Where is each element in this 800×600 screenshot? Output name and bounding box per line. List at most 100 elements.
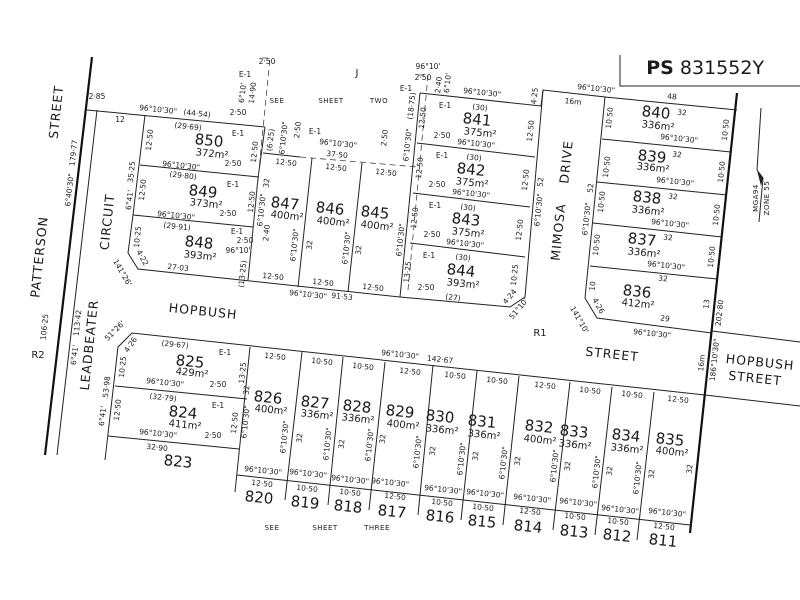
dimension-label: 10·50 (472, 502, 495, 513)
lot-number: 814 (513, 516, 543, 537)
dimension-label: 12·50 (653, 521, 676, 532)
dimension-label: 2·50 (230, 108, 247, 117)
dimension-label: 2·50 (292, 121, 303, 139)
lot-number: 838 (632, 187, 662, 208)
dimension-label: 12·50 (667, 394, 690, 405)
dimension-label: 202·80 (714, 299, 726, 326)
dimension-label: 12·50 (362, 282, 385, 293)
dimension-label: 32 (663, 233, 674, 243)
sheet-note: THREE (363, 524, 390, 532)
dimension-label: (32·79) (149, 392, 177, 404)
dimension-label: 32 (428, 446, 438, 457)
dimension-label: 10·50 (311, 356, 334, 367)
plan-labels: PS 831552Y PATTERSONSTREETCIRCUITHOPBUSH… (27, 57, 795, 551)
street-name: STREET (585, 344, 640, 365)
dimension-label: 32 (471, 451, 481, 462)
street-name: STREET (728, 368, 783, 389)
dimension-label: 96°10' (416, 62, 441, 71)
lot-number: 830 (425, 406, 455, 427)
dimension-label: 16m (564, 96, 582, 107)
dimension-label: 2·40 (261, 224, 272, 242)
dimension-label: 96°10'30" (289, 467, 328, 480)
dimension-label: 29 (660, 314, 671, 324)
dimension-label: 10·50 (607, 516, 630, 527)
lot-boundary (327, 356, 344, 506)
dimension-label: 6°10'30" (532, 193, 544, 227)
north-arrow-head-icon (757, 170, 763, 186)
lot-boundary (594, 386, 613, 536)
dimension-label: 10·50 (339, 487, 362, 498)
dimension-label: (6·25) (265, 128, 276, 151)
dimension-label: 2·50 (424, 230, 441, 239)
lot-area: 400m² (360, 219, 394, 233)
lot-number: 835 (655, 429, 685, 450)
dimension-label: 96°10'30" (424, 483, 463, 496)
dimension-label: 96°10'30" (648, 506, 687, 519)
dimension-label: 96°10'30" (466, 487, 505, 500)
lot-number: 846 (315, 198, 345, 219)
dimension-label: 6°10'30" (411, 435, 423, 469)
dimension-label: 96°10'30" (331, 473, 370, 486)
dimension-label: (29·91) (163, 221, 191, 233)
dimension-label: 6°10'30" (631, 461, 643, 495)
dimension-label: 32 (242, 385, 252, 396)
lot-number: 811 (648, 530, 678, 551)
dimension-label: 2·50 (418, 283, 435, 292)
lot-area: 400m² (254, 403, 288, 417)
dimension-label: 12 (115, 115, 125, 124)
lot-boundary (132, 214, 254, 228)
dimension-label: (13·25) (237, 260, 249, 288)
lot-number: 824 (168, 402, 198, 423)
dimension-label: E-1 (439, 101, 451, 110)
lot-number: 831 (467, 411, 497, 432)
dimension-label: 12·50 (264, 351, 287, 362)
dimension-label: 96°10'30" (656, 175, 695, 188)
lot-area: 393m² (183, 249, 217, 263)
dimension-label: (30) (472, 102, 488, 113)
lot-boundary (368, 361, 386, 511)
lot-boundary (262, 152, 301, 158)
street-name: STREET (46, 84, 67, 139)
dimension-label: 6°10'30" (590, 455, 602, 489)
lot-number: 832 (524, 416, 554, 437)
lot-boundary (412, 192, 531, 208)
dimension-label: E-1 (309, 127, 321, 136)
lot-area: 373m² (189, 197, 223, 211)
lot-area: 336m² (300, 408, 334, 422)
dimension-label: 35·25 (126, 161, 137, 184)
dimension-label: 48 (667, 92, 678, 102)
lot-boundary (399, 92, 421, 298)
dimension-label: 6°10'30" (455, 442, 467, 476)
lot-number: 843 (451, 209, 481, 230)
dimension-label: 6°41' (124, 189, 135, 210)
lot-boundary (589, 265, 718, 280)
road-boundary (104, 332, 706, 461)
dimension-label: 12·50 (275, 157, 298, 168)
lot-boundary (284, 351, 303, 501)
dimension-label: (27) (445, 292, 461, 303)
dimension-label: (44·54) (183, 108, 211, 120)
lot-number: 847 (270, 193, 300, 214)
dimension-label: 32 (295, 433, 305, 444)
dimension-label: 6°10'30" (394, 223, 406, 257)
dimension-label: 12·50 (525, 120, 536, 143)
dimension-label: 96°10'30" (139, 103, 178, 116)
dimension-label: 186°10'30" (708, 338, 721, 381)
dimension-label: 96°10'30" (452, 187, 491, 200)
lot-area: 372m² (195, 147, 229, 161)
lot-area: 336m² (425, 423, 459, 437)
plan-prefix: PS (646, 57, 674, 79)
lot-number: 844 (446, 260, 476, 281)
dimension-label: 96°10'30" (446, 237, 485, 250)
lot-area: 400m² (386, 418, 420, 432)
dimension-label: 12·50 (246, 191, 257, 214)
lot-number: 836 (622, 281, 652, 302)
dimension-label: 6°10'30" (548, 449, 560, 483)
dimension-label: 96°10'30" (162, 159, 201, 172)
reserve-label: R1 (533, 328, 546, 339)
dimension-label: 12·50 (409, 207, 420, 230)
dimension-label: 32 (647, 469, 657, 480)
dimension-label: 12·50 (399, 366, 422, 377)
patterson-street-boundary (43, 56, 94, 456)
dimension-label: (29·69) (174, 121, 202, 133)
